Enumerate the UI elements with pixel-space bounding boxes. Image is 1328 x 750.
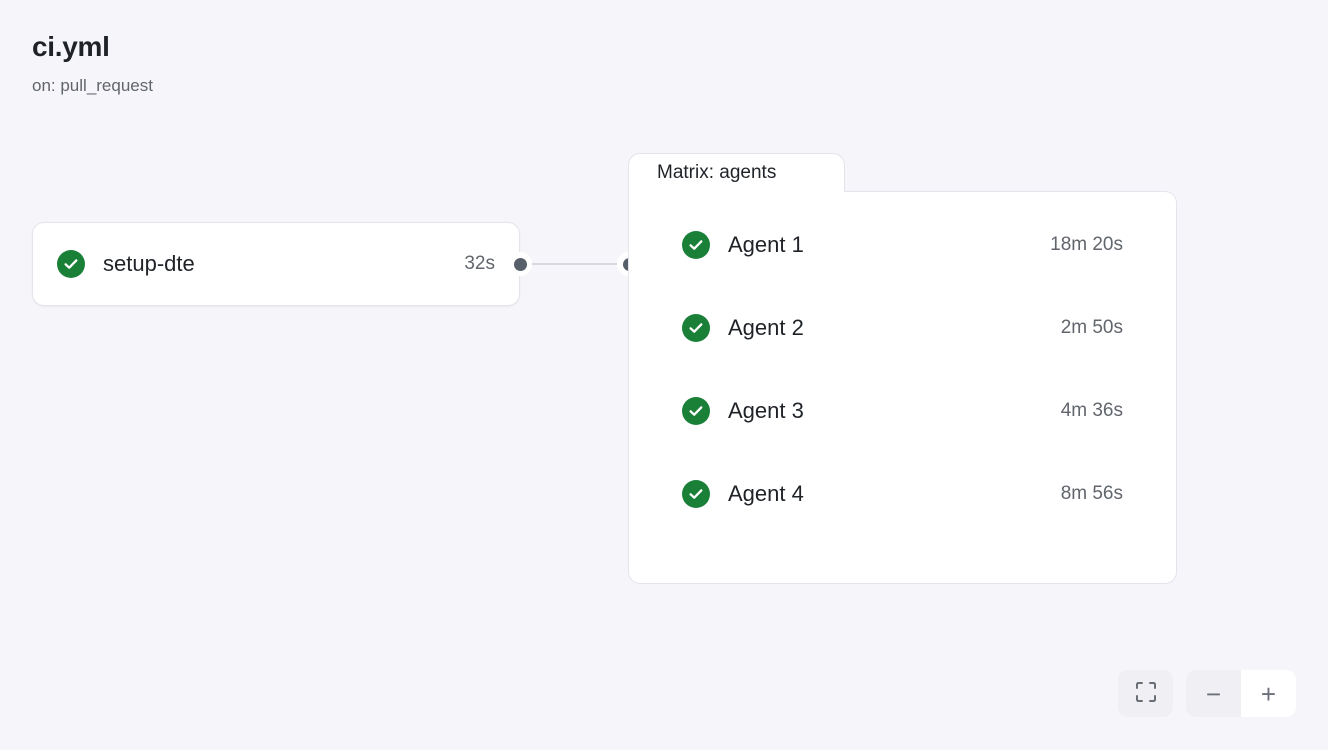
matrix-row-label: Agent 2	[728, 315, 804, 340]
matrix-row-list: Agent 1 18m 20s Agent 2 2m 50s A	[628, 191, 1177, 584]
plus-icon: +	[1260, 678, 1277, 709]
workflow-trigger-subtitle: on: pull_request	[32, 75, 153, 95]
matrix-group-tab-seam	[629, 190, 844, 193]
zoom-out-button[interactable]: −	[1186, 670, 1241, 717]
job-node-label: setup-dte	[103, 251, 195, 276]
matrix-group-agents[interactable]: Matrix: agents Agent 1 18m 20s	[628, 153, 1177, 584]
matrix-row-label: Agent 1	[728, 232, 804, 257]
matrix-group-tab-label: Matrix: agents	[657, 162, 777, 183]
matrix-group-tab[interactable]: Matrix: agents	[628, 153, 845, 192]
check-circle-icon	[57, 250, 85, 278]
matrix-row[interactable]: Agent 3 4m 36s	[682, 391, 1123, 431]
zoom-button-group: − +	[1186, 670, 1296, 717]
workflow-header: ci.yml on: pull_request	[32, 30, 153, 96]
job-node-setup-dte[interactable]: setup-dte 32s	[32, 222, 520, 306]
check-circle-icon	[682, 231, 710, 259]
matrix-row[interactable]: Agent 4 8m 56s	[682, 474, 1123, 514]
zoom-in-button[interactable]: +	[1241, 670, 1296, 717]
matrix-row-duration: 8m 56s	[1060, 483, 1123, 504]
matrix-row[interactable]: Agent 2 2m 50s	[682, 308, 1123, 348]
matrix-group-body	[628, 191, 1177, 584]
check-circle-icon	[682, 314, 710, 342]
fit-view-icon	[1135, 681, 1157, 706]
page-title: ci.yml	[32, 31, 110, 62]
matrix-row[interactable]: Agent 1 18m 20s	[682, 225, 1123, 265]
matrix-row-duration: 18m 20s	[1050, 234, 1123, 255]
job-node-duration: 32s	[464, 253, 495, 274]
check-circle-icon	[682, 480, 710, 508]
graph-edge-setup-dte-to-matrix	[520, 263, 630, 265]
source-handle-dot[interactable]	[508, 252, 532, 276]
fit-view-button[interactable]	[1118, 670, 1173, 717]
matrix-row-label: Agent 4	[728, 481, 804, 506]
matrix-row-duration: 4m 36s	[1060, 400, 1123, 421]
matrix-row-duration: 2m 50s	[1060, 317, 1123, 338]
matrix-row-label: Agent 3	[728, 398, 804, 423]
viewport-controls: − +	[1118, 670, 1296, 717]
check-circle-icon	[682, 397, 710, 425]
minus-icon: −	[1205, 678, 1222, 709]
